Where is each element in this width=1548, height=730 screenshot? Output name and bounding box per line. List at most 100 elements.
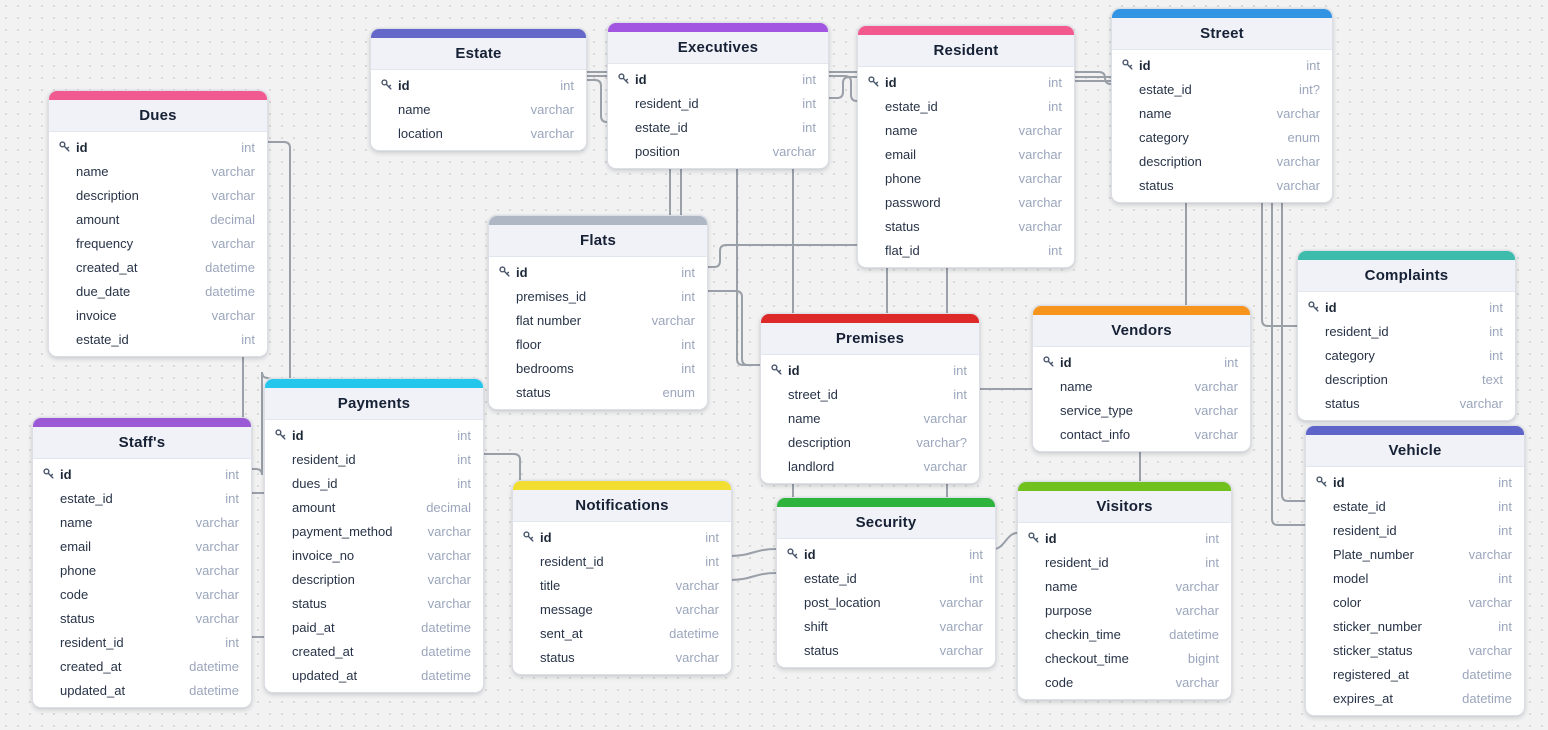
- table-card-estate[interactable]: Estate id int name varchar location varc…: [370, 28, 587, 151]
- table-field-row: amount decimal: [49, 207, 267, 231]
- table-card-notifications[interactable]: Notifications id int resident_id int tit…: [512, 480, 732, 675]
- table-field-row: code varchar: [33, 582, 251, 606]
- relationship-line[interactable]: [705, 290, 761, 366]
- field-name: location: [398, 125, 443, 141]
- field-name: resident_id: [1333, 522, 1397, 538]
- table-field-row: flat_id int: [858, 238, 1074, 262]
- field-name: flat_id: [885, 242, 920, 258]
- relationship-line[interactable]: [249, 371, 269, 476]
- table-field-row: description varchar: [1112, 149, 1332, 173]
- field-name: updated_at: [60, 682, 126, 698]
- field-type: varchar: [1194, 426, 1238, 442]
- relationship-line[interactable]: [736, 163, 761, 366]
- table-field-row: service_type varchar: [1033, 398, 1250, 422]
- field-type: datetime: [669, 625, 719, 641]
- table-field-row: category int: [1298, 343, 1515, 367]
- field-name: category: [1325, 347, 1375, 363]
- table-field-row: flat number varchar: [489, 308, 707, 332]
- field-name: estate_id: [1333, 498, 1386, 514]
- field-name: premises_id: [516, 288, 587, 304]
- table-field-row: created_at datetime: [33, 654, 251, 678]
- table-field-row: created_at datetime: [265, 639, 483, 663]
- field-type: int: [953, 362, 967, 378]
- table-field-row: purpose varchar: [1018, 598, 1231, 622]
- relationship-line[interactable]: [705, 244, 858, 268]
- field-type: varchar: [1018, 170, 1062, 186]
- table-field-row: landlord varchar: [761, 454, 979, 478]
- field-name: status: [1139, 177, 1174, 193]
- table-field-row: id int: [608, 67, 828, 91]
- table-card-security[interactable]: Security id int estate_id int post_locat…: [776, 497, 996, 668]
- table-card-dues[interactable]: Dues id int name varchar description var…: [48, 90, 268, 357]
- field-type: varchar: [1459, 395, 1503, 411]
- field-name: checkout_time: [1045, 650, 1129, 666]
- table-card-visitors[interactable]: Visitors id int resident_id int name var…: [1017, 481, 1232, 700]
- table-field-row: frequency varchar: [49, 231, 267, 255]
- field-name: password: [885, 194, 941, 210]
- table-color-bar: [858, 26, 1074, 35]
- field-name: id: [1325, 299, 1337, 315]
- table-color-bar: [489, 216, 707, 225]
- field-name: sticker_number: [1333, 618, 1422, 634]
- field-type: int: [681, 360, 695, 376]
- field-type: int: [560, 77, 574, 93]
- field-type: int: [1498, 570, 1512, 586]
- field-type: int: [802, 71, 816, 87]
- table-title: Payments: [265, 388, 483, 420]
- field-name: name: [1045, 578, 1078, 594]
- relationship-line[interactable]: [1281, 197, 1306, 502]
- field-type: varchar: [195, 562, 239, 578]
- relationship-line[interactable]: [729, 548, 777, 557]
- table-card-executives[interactable]: Executives id int resident_id int estate…: [607, 22, 829, 169]
- field-name: created_at: [60, 658, 122, 674]
- table-field-row: id int: [761, 358, 979, 382]
- table-field-row: name varchar: [33, 510, 251, 534]
- table-field-row: id int: [513, 525, 731, 549]
- field-type: int: [969, 546, 983, 562]
- field-name: payment_method: [292, 523, 393, 539]
- relationship-line[interactable]: [584, 79, 608, 123]
- field-name: name: [76, 163, 109, 179]
- field-type: varchar: [923, 410, 967, 426]
- table-title: Flats: [489, 225, 707, 257]
- relationship-line[interactable]: [729, 572, 777, 581]
- field-type: int: [953, 386, 967, 402]
- field-type: text: [1482, 371, 1503, 387]
- table-card-vendors[interactable]: Vendors id int name varchar service_type…: [1032, 305, 1251, 452]
- table-field-row: registered_at datetime: [1306, 662, 1524, 686]
- table-field-row: dues_id int: [265, 471, 483, 495]
- field-type: varchar: [1276, 105, 1320, 121]
- relationship-line[interactable]: [481, 453, 521, 481]
- field-name: description: [788, 434, 851, 450]
- field-name: id: [635, 71, 647, 87]
- table-card-payments[interactable]: Payments id int resident_id int dues_id …: [264, 378, 484, 693]
- field-type: varchar: [1018, 194, 1062, 210]
- field-name: estate_id: [885, 98, 938, 114]
- field-type: varchar: [1276, 153, 1320, 169]
- table-card-street[interactable]: Street id int estate_id int? name varcha…: [1111, 8, 1333, 203]
- field-type: varchar: [939, 642, 983, 658]
- field-type: varchar: [530, 101, 574, 117]
- field-name: dues_id: [292, 475, 338, 491]
- primary-key-icon: [1308, 301, 1319, 312]
- relationship-line[interactable]: [826, 76, 858, 99]
- table-field-row: checkout_time bigint: [1018, 646, 1231, 670]
- primary-key-icon: [1043, 356, 1054, 367]
- primary-key-icon: [1122, 59, 1133, 70]
- table-field-row: resident_id int: [33, 630, 251, 654]
- field-name: name: [885, 122, 918, 138]
- field-name: status: [540, 649, 575, 665]
- field-name: id: [76, 139, 88, 155]
- field-type: int: [1048, 242, 1062, 258]
- table-card-premises[interactable]: Premises id int street_id int name varch…: [760, 313, 980, 484]
- table-card-vehicle[interactable]: Vehicle id int estate_id int resident_id…: [1305, 425, 1525, 716]
- field-type: varchar: [923, 458, 967, 474]
- relationship-line[interactable]: [993, 532, 1018, 550]
- table-card-flats[interactable]: Flats id int premises_id int flat number…: [488, 215, 708, 410]
- relationship-line[interactable]: [265, 141, 291, 379]
- table-card-resident[interactable]: Resident id int estate_id int name varch…: [857, 25, 1075, 268]
- field-type: varchar: [1276, 177, 1320, 193]
- table-card-staff-s[interactable]: Staff's id int estate_id int name varcha…: [32, 417, 252, 708]
- table-card-complaints[interactable]: Complaints id int resident_id int catego…: [1297, 250, 1516, 421]
- field-type: int: [457, 427, 471, 443]
